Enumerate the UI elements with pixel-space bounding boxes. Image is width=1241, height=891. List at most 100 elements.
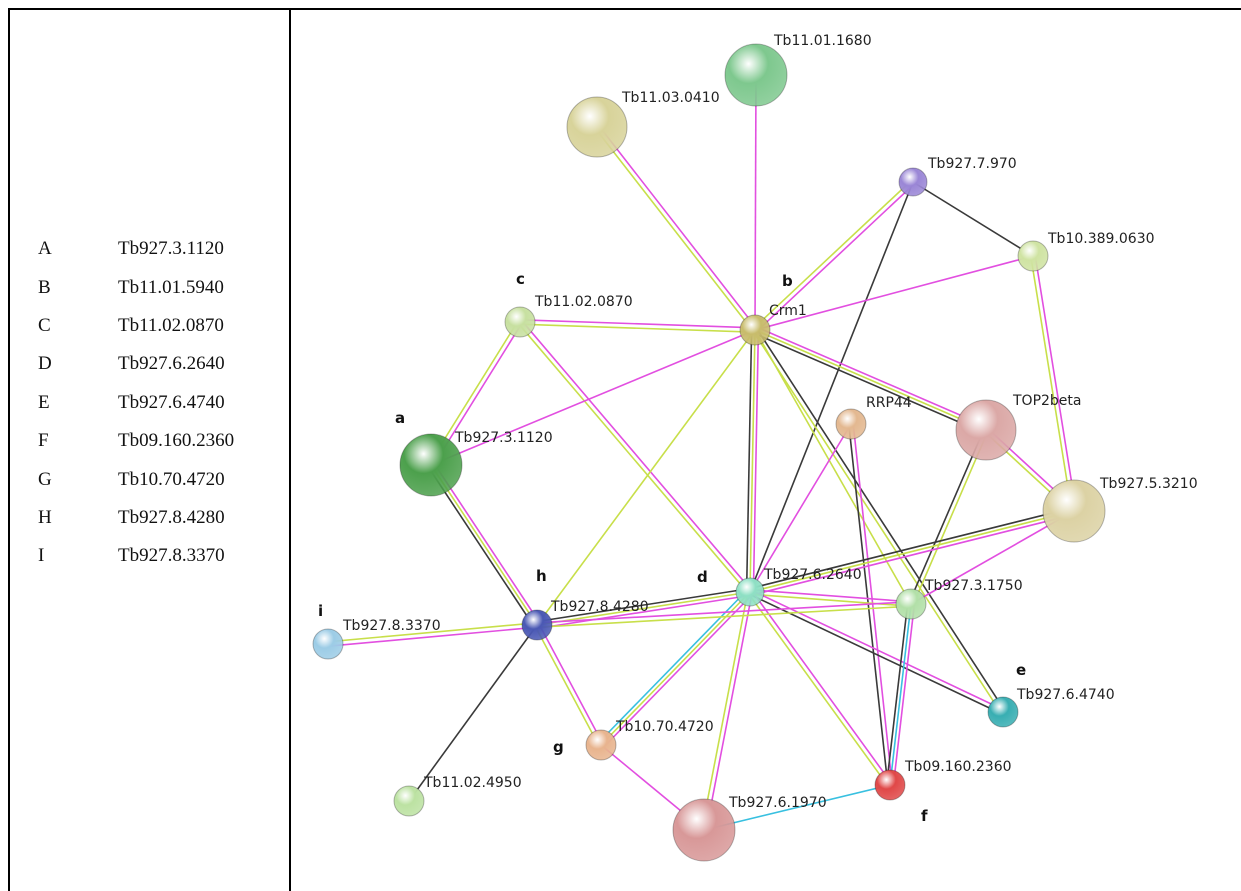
edge-magenta-7 [520,319,756,329]
edge-magenta-23 [537,594,751,630]
node-label: Crm1 [769,303,807,319]
edge-magenta-5 [754,255,1034,331]
node-tb10-70-4720 [585,729,617,761]
node-label: Tb927.8.3370 [342,618,441,634]
node-label: Tb11.02.0870 [534,294,633,310]
edge-magenta-28 [705,592,753,831]
column-divider [289,8,291,891]
legend-letter: B [38,276,51,298]
legend-row-a: A Tb927.3.1120 [38,230,278,268]
legend-letter: C [38,314,51,336]
node-label: Tb11.03.0410 [621,90,720,106]
node-letter: a [395,409,405,427]
node-label: Tb927.7.970 [927,156,1017,172]
node-label: Tb11.02.4950 [423,775,522,791]
edge-black-23 [536,587,750,623]
edge-magenta-29 [328,626,538,647]
edge-magenta-21 [750,513,1076,597]
node-letter: h [536,567,547,585]
edge-yellow-13 [536,329,756,626]
node-label: Tb927.3.1120 [454,430,553,446]
node-tb927-8-4280 [521,609,553,641]
node-layer: Tb11.01.1680Tb11.03.0410Tb927.7.970Tb10.… [312,33,1198,862]
edge-yellow-14 [752,330,1002,714]
node-tb11-02-4950 [393,785,425,817]
edge-magenta-16 [433,462,541,624]
edge-yellow-11 [754,329,987,431]
edge-black-33 [885,603,909,785]
node-rrp44 [835,408,867,440]
node-tb927-5-3210 [1042,479,1106,543]
legend-letter: H [38,506,52,528]
edge-black-4 [749,181,914,593]
node-tb927-6-1970 [672,798,736,862]
edge-black-20 [908,428,985,604]
legend-letter: I [38,545,45,567]
legend-gene-id: Tb927.8.3370 [118,545,225,567]
node-letter: c [516,270,525,288]
node-letter: f [921,807,928,825]
protein-interaction-network: Tb11.01.1680Tb11.03.0410Tb927.7.970Tb10.… [312,33,1198,862]
edge-magenta-24 [750,589,912,603]
edge-magenta-27 [751,590,893,785]
edge-yellow-12 [749,329,756,593]
node-letter: i [318,602,323,620]
edge-magenta-26 [602,593,754,748]
edge-magenta-33 [892,604,916,786]
edge-yellow-31 [534,625,600,747]
legend-letter: G [38,468,52,490]
edge-black-16 [427,466,535,628]
node-label: Tb10.389.0630 [1047,231,1155,247]
edge-black-14 [756,328,1006,712]
legend-letter: D [38,353,52,375]
node-label: Tb927.6.4740 [1016,687,1115,703]
legend-letter: A [38,238,52,260]
node-tb927-3-1120 [399,433,463,497]
legend-gene-id: Tb10.70.4720 [118,468,225,490]
node-letter: d [697,568,708,586]
edge-magenta-0 [754,74,757,331]
node-tb927-6-4740 [987,696,1019,728]
node-letter: b [782,272,793,290]
edge-yellow-29 [327,622,537,643]
node-crm1 [739,314,771,346]
legend-row-g: G Tb10.70.4720 [38,460,278,498]
node-label: Tb927.3.1750 [924,578,1023,594]
edge-yellow-23 [536,591,751,626]
legend-row-d: D Tb927.6.2640 [38,345,278,383]
legend-row-f: F Tb09.160.2360 [38,422,278,460]
node-label: Tb927.5.3210 [1099,476,1198,492]
edge-yellow-6 [1030,256,1073,512]
node-tb927-8-3370 [312,628,344,660]
node-label: RRP44 [866,395,912,411]
node-label: Tb927.6.1970 [728,795,827,811]
legend-gene-id: Tb11.01.5940 [118,276,224,298]
edge-black-3 [912,181,1034,257]
edge-magenta-6 [1034,255,1077,511]
edge-magenta-11 [756,326,988,428]
edge-yellow-7 [519,323,755,333]
edge-yellow-1 [594,127,754,332]
edge-yellow-27 [747,592,889,787]
node-tb927-3-1750 [895,588,927,620]
node-label: Tb927.6.2640 [763,567,862,583]
legend-gene-id: Tb11.02.0870 [118,314,224,336]
edge-yellow-15 [754,329,912,605]
node-label: Tb927.8.4280 [550,599,649,615]
edge-cyan-35 [703,784,891,831]
edge-yellow-21 [749,510,1075,593]
edge-magenta-9 [521,320,753,592]
edge-black-11 [753,332,985,434]
legend-gene-id: Tb927.6.4740 [118,391,225,413]
edge-yellow-9 [517,322,749,594]
node-tb11-03-0410 [566,96,628,158]
edge-magenta-22 [910,510,1075,605]
node-tb10-389-0630 [1017,240,1049,272]
edge-magenta-25 [750,589,1005,711]
edge-magenta-30 [536,601,911,624]
node-label: Tb11.01.1680 [773,33,872,49]
edge-yellow-24 [749,593,911,607]
legend-letter: F [38,430,49,452]
edge-magenta-1 [598,125,758,330]
legend-row-b: B Tb11.01.5940 [38,268,278,306]
